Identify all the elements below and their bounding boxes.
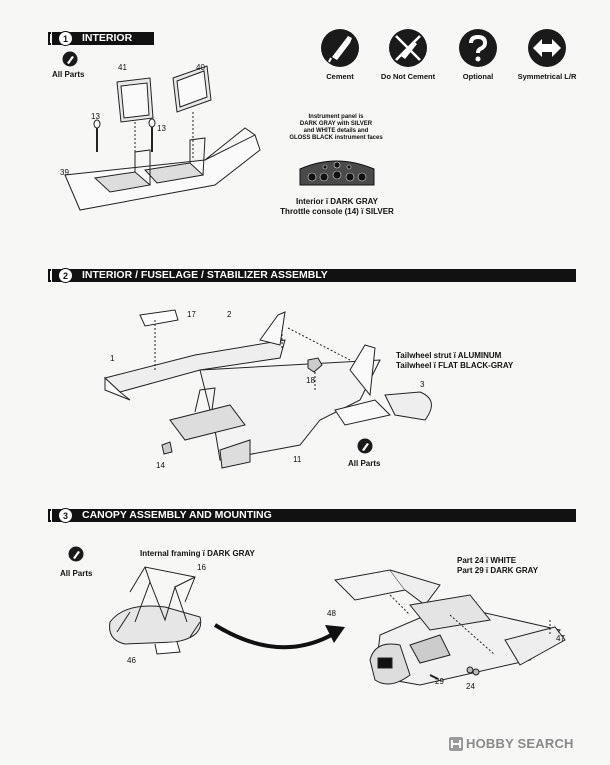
step-number: 1 — [58, 31, 73, 46]
part-colors-note: Part 24 ï WHITE Part 29 ï DARK GRAY — [457, 556, 577, 576]
do-not-cement-label: Do Not Cement — [380, 72, 436, 81]
part-41-label: 41 — [118, 63, 127, 72]
part-24-label: 24 — [466, 682, 475, 691]
step-bracket — [48, 509, 51, 522]
tailwheel-note: Tailwheel strut ï ALUMINUM Tailwheel ï F… — [396, 351, 556, 371]
step-2-header: 2 INTERIOR / FUSELAGE / STABILIZER ASSEM… — [48, 268, 576, 283]
part-29-label: 29 — [435, 677, 444, 686]
paintbrush-icon — [68, 546, 84, 562]
step-1-header: 1 INTERIOR — [48, 31, 154, 46]
seat-assembly-diagram — [64, 65, 261, 211]
optional-label: Optional — [462, 72, 494, 81]
panel-note-line: GLOSS BLACK instrument faces — [289, 135, 383, 141]
step-title: INTERIOR — [82, 32, 133, 44]
throttle-color-line: Throttle console (14) ï SILVER — [280, 207, 394, 216]
all-parts-label: All Parts — [348, 459, 381, 468]
panel-note-line: DARK GRAY with SILVER — [299, 121, 373, 127]
part-16-label: 16 — [197, 563, 206, 572]
step-number: 3 — [58, 508, 73, 523]
part-13-label: 13 — [157, 124, 166, 133]
part-24-color-line: Part 24 ï WHITE — [457, 556, 517, 565]
canopy-frame-diagram — [109, 566, 202, 655]
fuselage-assembly-diagram — [103, 309, 432, 469]
part-18-label: 18 — [306, 376, 315, 385]
part-48-label: 48 — [327, 609, 336, 618]
part-11-label: 11 — [293, 455, 302, 464]
panel-note-line: and WHITE details and — [303, 128, 369, 134]
step-3-header: 3 CANOPY ASSEMBLY AND MOUNTING — [48, 508, 576, 523]
assembly-arrow — [213, 623, 345, 650]
all-parts-label: All Parts — [52, 70, 85, 79]
step-title: INTERIOR / FUSELAGE / STABILIZER ASSEMBL… — [82, 269, 328, 281]
part-1-label: 1 — [110, 354, 115, 363]
tailwheel-strut-line: Tailwheel strut ï ALUMINUM — [396, 351, 502, 360]
framing-note: Internal framing ï DARK GRAY — [140, 549, 255, 558]
question-mark-icon — [459, 29, 497, 67]
canopy-mounting-diagram — [333, 569, 566, 686]
part-29-color-line: Part 29 ï DARK GRAY — [457, 566, 539, 575]
paintbrush-icon — [357, 438, 373, 454]
interior-color-note: Interior ï DARK GRAY Throttle console (1… — [262, 197, 412, 217]
panel-note-line: Instrument panel is — [308, 114, 364, 120]
hobby-search-logo-icon — [449, 737, 463, 751]
paintbrush-icon — [62, 51, 78, 67]
part-39-label: 39 — [60, 168, 69, 177]
tailwheel-line: Tailwheel ï FLAT BLACK-GRAY — [396, 361, 514, 370]
watermark-text: HOBBY SEARCH — [466, 736, 574, 751]
panel-note: Instrument panel is DARK GRAY with SILVE… — [286, 114, 386, 142]
interior-color-line: Interior ï DARK GRAY — [296, 197, 378, 206]
step-bracket — [48, 32, 51, 45]
step-title: CANOPY ASSEMBLY AND MOUNTING — [82, 509, 272, 521]
step-bracket — [48, 269, 51, 282]
part-13-label: 13 — [91, 112, 100, 121]
instrument-panel-diagram — [299, 160, 375, 186]
all-parts-label: All Parts — [60, 569, 93, 578]
part-46-label: 46 — [127, 656, 136, 665]
part-3-label: 3 — [420, 380, 425, 389]
symmetrical-label: Symmetrical L/R — [517, 72, 577, 81]
part-14-label: 14 — [156, 461, 165, 470]
part-2-label: 2 — [227, 310, 232, 319]
part-40-label: 40 — [196, 63, 205, 72]
step-number: 2 — [58, 268, 73, 283]
do-not-cement-icon — [389, 29, 427, 67]
symmetrical-arrows-icon — [528, 29, 566, 67]
part-17-label: 17 — [187, 310, 196, 319]
cement-icon — [321, 29, 359, 67]
cement-label: Cement — [326, 72, 354, 81]
part-47-label: 47 — [556, 634, 565, 643]
